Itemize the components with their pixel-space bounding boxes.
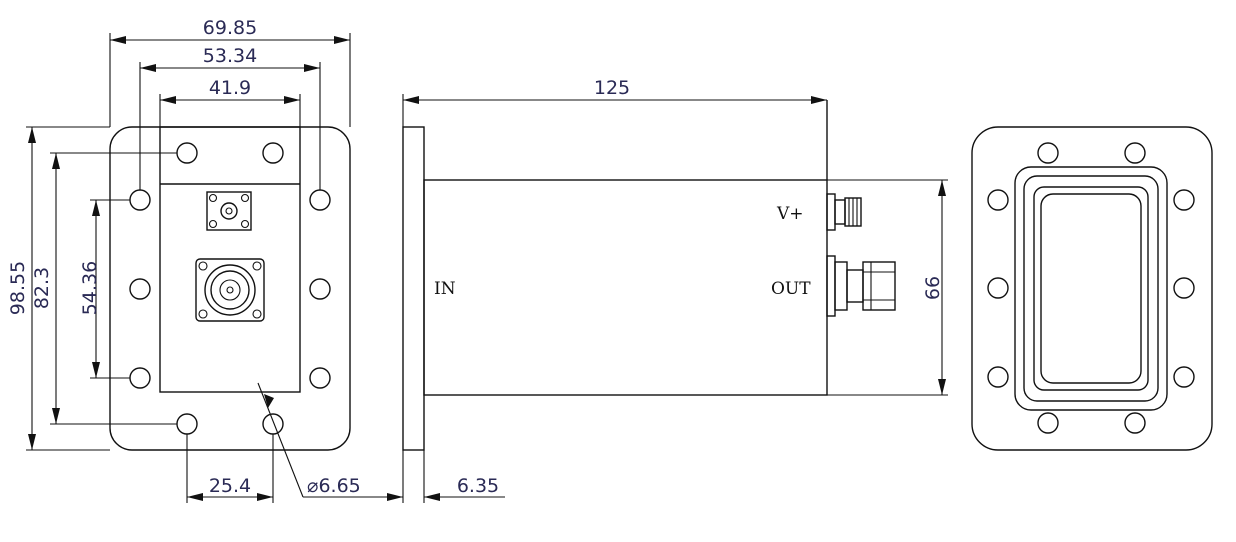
mounting-hole [176,413,198,435]
front-plate [159,126,301,393]
mounting-hole [1173,189,1195,211]
dim-hole-span-y-outer: 82.3 [31,267,53,309]
mounting-hole [1173,366,1195,388]
waveguide-aperture [1040,193,1142,384]
mounting-hole [1037,412,1059,434]
waveguide-mid [1023,175,1159,402]
port-label-in: IN [434,279,456,299]
mounting-hole [309,278,331,300]
dim-plate-width: 41.9 [209,77,251,99]
mounting-hole [1124,412,1146,434]
dim-hole-diameter: ⌀6.65 [307,475,361,497]
mounting-hole [262,413,284,435]
mounting-hole [1037,142,1059,164]
port-label-out: OUT [771,279,811,299]
mounting-hole [262,142,284,164]
dim-hole-pitch: 25.4 [209,475,251,497]
dim-body-height: 66 [922,276,944,300]
front-flange-outline [109,126,351,451]
mounting-hole [987,277,1009,299]
mounting-hole [1124,142,1146,164]
front-view: 69.85 53.34 41.9 98.55 82.3 [7,17,396,503]
mounting-hole [176,142,198,164]
side-view: IN V+ OUT 125 66 6.35 [372,77,948,503]
mounting-hole [129,278,151,300]
back-view [971,126,1213,451]
n-connector-side [826,255,896,317]
side-flange [402,126,425,451]
waveguide-inner [1033,186,1149,391]
back-flange-outline [971,126,1213,451]
mounting-hole [129,367,151,389]
waveguide-outer [1014,166,1168,411]
dim-width-overall: 69.85 [203,17,257,39]
dim-hole-span-x: 53.34 [203,45,257,67]
mounting-hole [1173,277,1195,299]
dim-height-overall: 98.55 [7,261,29,315]
sma-connector-side [826,193,862,231]
side-body [423,179,828,396]
mounting-hole [987,189,1009,211]
dim-flange-thickness: 6.35 [457,475,499,497]
mounting-hole [309,367,331,389]
n-connector-front [195,258,265,322]
dim-length: 125 [594,77,630,99]
sma-connector-front [206,191,252,231]
mounting-hole [309,189,331,211]
dim-hole-span-y-inner: 54.36 [79,261,101,315]
mounting-hole [129,189,151,211]
mounting-hole [987,366,1009,388]
port-label-vplus: V+ [776,204,804,224]
